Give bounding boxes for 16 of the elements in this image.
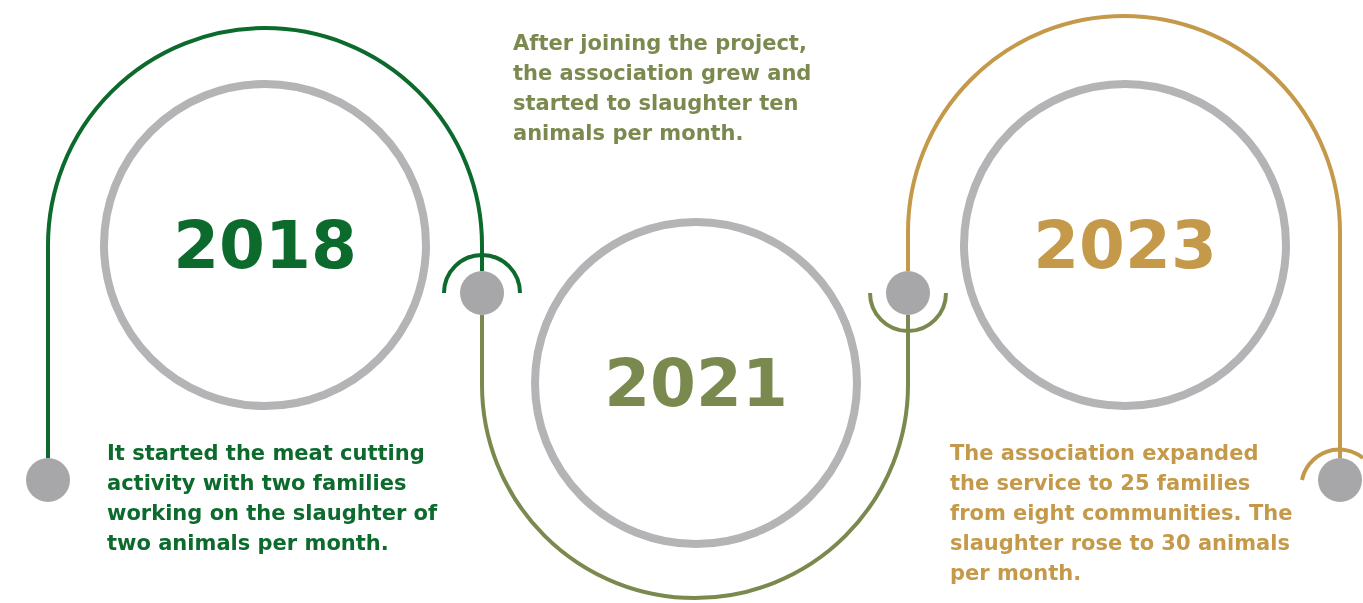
timeline-dot	[1318, 458, 1362, 502]
timeline-line	[480, 315, 910, 600]
milestone-description: The association expanded the service to 25 families from eight communities. The slaughter rose to 30 animals per month.	[950, 440, 1294, 587]
timeline-dot	[460, 271, 504, 315]
year-circle	[531, 218, 861, 548]
milestone-description: After joining the project, the association grew and started to slaughter ten animals per month.	[513, 30, 813, 147]
timeline-dot	[26, 458, 70, 502]
timeline-line	[46, 26, 484, 458]
milestone-description: It started the meat cutting activity with two families working on the slaughter of two animals per month.	[107, 440, 439, 557]
timeline-dot	[886, 271, 930, 315]
timeline-line	[906, 14, 1342, 458]
year-label: 2021	[604, 344, 788, 422]
year-circle	[960, 80, 1290, 410]
year-circle	[100, 80, 430, 410]
year-label: 2023	[1033, 206, 1217, 284]
year-label: 2018	[173, 206, 357, 284]
